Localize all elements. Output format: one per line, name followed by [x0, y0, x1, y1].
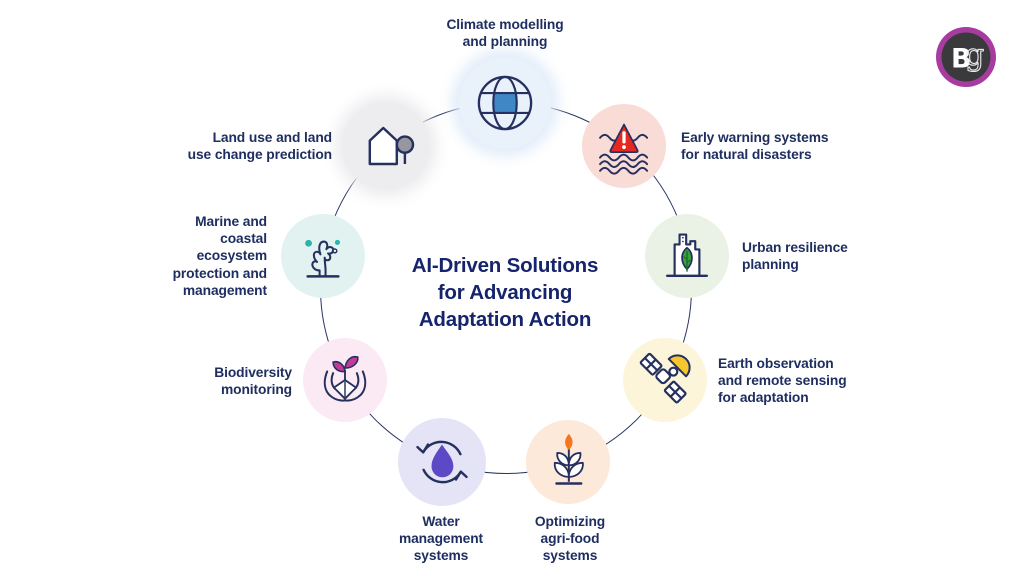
- flood-warning-icon: [599, 123, 649, 175]
- label-early-warning: Early warning systems for natural disast…: [681, 130, 829, 163]
- brand-logo-icon: B g: [936, 27, 996, 87]
- hands-sprout-icon: [323, 355, 367, 402]
- node-land-use: [342, 102, 430, 190]
- label-land-use: Land use and land use change prediction: [187, 130, 332, 163]
- label-climate-modelling: Climate modelling and planning: [446, 17, 564, 50]
- diagram-title: AI-Driven Solutions for Advancing Adapta…: [411, 254, 599, 332]
- label-water-management: Water management systems: [398, 514, 484, 564]
- brand-logo: B g: [935, 26, 997, 88]
- node-biodiversity: [303, 338, 387, 422]
- label-biodiversity: Biodiversity monitoring: [214, 365, 292, 398]
- logo-letter-b: B: [951, 44, 972, 75]
- green-building-icon: [665, 233, 709, 278]
- crop-plant-icon: [553, 433, 584, 485]
- satellite-icon: [639, 352, 691, 404]
- node-earth-observation: [623, 338, 707, 422]
- globe-icon: [477, 75, 533, 131]
- label-marine-coastal: Marine and coastal ecosystem protection …: [172, 214, 268, 298]
- node-urban-resilience: [645, 214, 729, 298]
- water-recycle-icon: [416, 440, 468, 484]
- label-agri-food: Optimizing agri-food systems: [534, 514, 606, 564]
- coral-icon: [305, 239, 340, 278]
- house-tree-icon: [368, 126, 415, 166]
- logo-letter-g: g: [965, 38, 984, 73]
- node-early-warning: [582, 104, 666, 188]
- node-climate-modelling: [459, 57, 551, 149]
- node-marine-coastal: [281, 214, 365, 298]
- node-agri-food: [526, 420, 610, 504]
- label-urban-resilience: Urban resilience planning: [742, 240, 848, 273]
- node-water-management: [398, 418, 486, 506]
- label-earth-observation: Earth observation and remote sensing for…: [718, 356, 847, 406]
